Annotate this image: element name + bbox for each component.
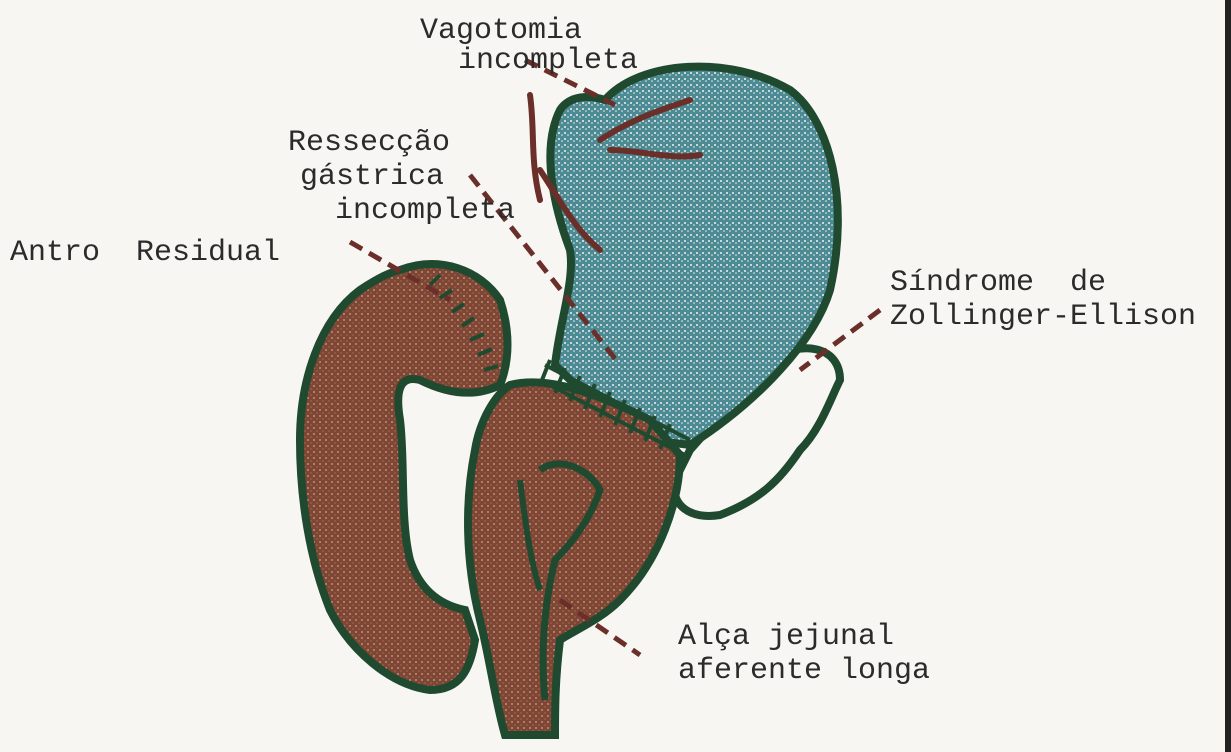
label-zollinger-line2: Zollinger-Ellison [890, 300, 1196, 334]
label-resseccao-line3: incompleta [335, 194, 515, 228]
label-alca-jejunal-line2: aferente longa [678, 654, 930, 688]
label-vagotomia-line2: incompleta [458, 44, 638, 78]
page-edge [1225, 0, 1231, 752]
label-resseccao-line1: Ressecção [288, 126, 450, 160]
label-zollinger-line1: Síndrome de [890, 266, 1106, 300]
label-antro-residual: Antro Residual [10, 236, 280, 270]
label-alca-jejunal-line1: Alça jejunal [678, 620, 894, 654]
label-vagotomia-line1: Vagotomia [420, 14, 582, 48]
label-resseccao-line2: gástrica [300, 160, 444, 194]
